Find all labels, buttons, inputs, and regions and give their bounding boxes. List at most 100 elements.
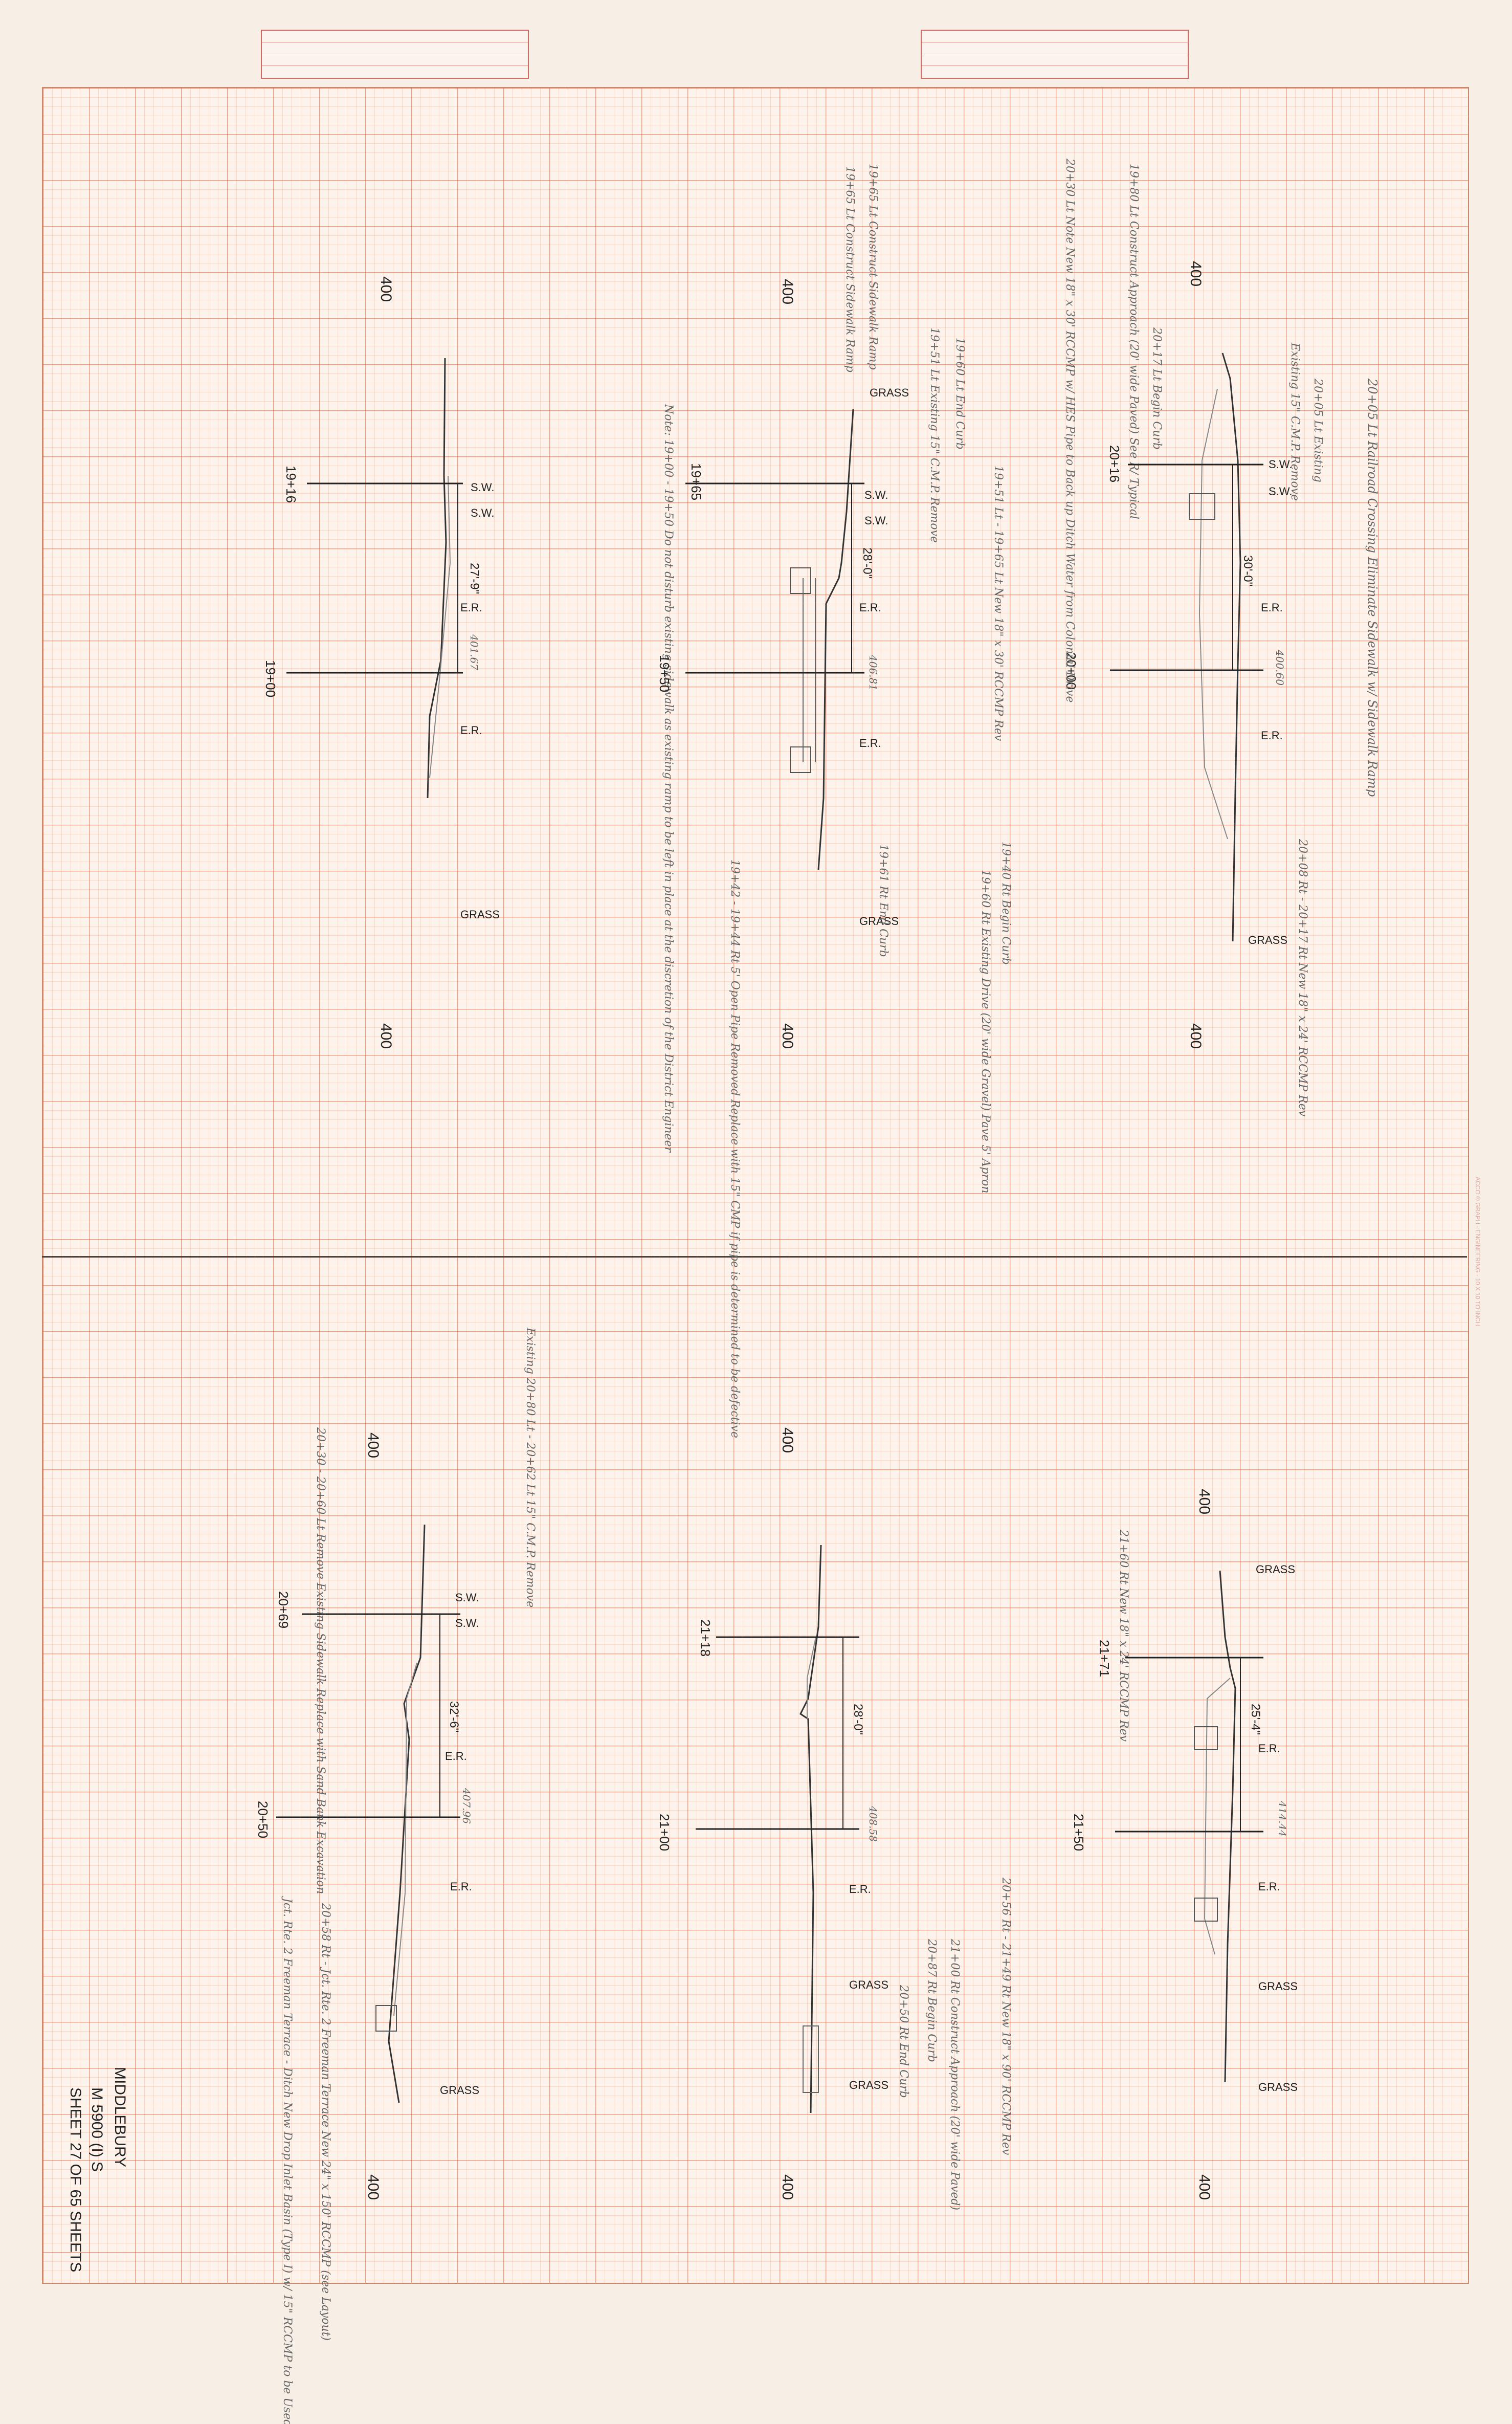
label-sw-2: S.W. [471,506,494,519]
elevation-note: 400.60 [1274,649,1286,686]
proposed-profile [807,1637,816,1719]
title-strip-left [261,30,529,79]
note-5: 19+51 Lt - 19+65 Lt New 18" x 30' RCCMP … [992,466,1005,741]
label-sw-1: S.W. [1269,458,1292,471]
station-label-19-50: 19+50 [657,655,672,692]
elevation-note: 407.96 [460,1788,473,1824]
note-4: Jct. Rte. 2 Freeman Terrace - Ditch New … [281,1896,294,2424]
ground-profile [388,1524,426,2103]
label-er-2: E.R. [1261,729,1283,742]
ground-profile [799,1545,822,2113]
proposed-profile [1198,388,1228,840]
note-8: 19+61 Rt End Curb [877,844,890,957]
note-1: 20+30 - 20+60 Lt Remove Existing Sidewal… [314,1427,327,1894]
station-label-19-16: 19+16 [283,466,299,503]
label-er-2: E.R. [460,724,482,737]
label-er-1: E.R. [859,601,881,614]
elevation-label-bottom: 400 [779,2174,796,2200]
label-grass-1: GRASS [1256,1563,1295,1576]
label-er-1: E.R. [460,601,482,614]
title-strip-right [921,30,1189,79]
proposed-profile [393,1662,417,2016]
label-grass: GRASS [460,908,500,921]
proposed-profile [429,475,451,778]
note-1: 21+60 Rt New 18" x 24' RCCMP Rev [1117,1529,1130,1742]
label-grass-2: GRASS [849,2079,888,2091]
dimension-label: 32'-6" [447,1701,461,1732]
note-1: 20+87 Rt Begin Curb [925,1938,938,2062]
note-1: 19+65 Lt Construct Sidewalk Ramp [843,166,856,372]
elevation-label-top: 400 [1187,261,1204,287]
label-er: E.R. [849,1883,871,1896]
panel-21-50: 400 400 21+71 21+50 25'-4" GRASS E.R. E.… [1071,1489,1298,2200]
station-label-20-69: 20+69 [276,1591,291,1628]
panel-20-00: 400 400 20+16 20+00 30'-0" S.W. S.W. E.R… [1063,158,1380,1117]
elevation-label-bottom: 400 [779,1023,796,1049]
ground-profile [1221,352,1241,942]
label-sw-2: S.W. [1269,485,1292,498]
dimension-label: 30'-0" [1241,555,1255,586]
sheet-number: SHEET 27 OF 65 SHEETS [67,2087,84,2272]
station-label-21-00: 21+00 [657,1814,672,1851]
note-3: 19+65 Lt Construct Sidewalk Ramp [866,164,879,370]
label-sw-2: S.W. [864,514,888,527]
note-3: 20+58 Rt - Jct. Rte. 2 Freeman Terrace N… [319,1903,332,2341]
town-name: MIDDLEBURY [112,2067,128,2167]
note-2: 21+00 Rt Construct Approach (20' wide Pa… [948,1938,961,2210]
ground-profile [427,358,447,799]
panel-20-50: 400 400 20+69 20+50 32'-6" S.W. S.W. E.R… [255,1327,537,2424]
dimension-label: 27'-9" [468,563,481,594]
note-3: 20+17 Lt Begin Curb [1150,327,1163,450]
note-2: 20+05 Lt Railroad Crossing Eliminate Sid… [1365,378,1380,797]
inlet-box-bottom [790,746,811,773]
project-number: M 5900 (I) S [88,2087,105,2172]
elevation-label-top: 400 [779,1427,796,1453]
pipe-box [803,2025,819,2093]
station-label-21-71: 21+71 [1097,1640,1112,1677]
title-block: MIDDLEBURY M 5900 (I) S SHEET 27 OF 65 S… [67,2067,128,2272]
inlet-box [375,2005,397,2032]
dimension-label: 28'-0" [860,547,874,579]
elevation-note: 406.81 [867,654,879,691]
label-er-2: E.R. [1258,1880,1280,1893]
label-grass: GRASS [440,2084,479,2097]
note-4: Existing 15" C.M.P. Remove [1288,342,1301,501]
note-7: 19+60 Rt Existing Drive (20' wide Gravel… [979,870,992,1194]
inlet-box-top [790,567,811,594]
ground-profile [1219,1570,1236,2083]
elevation-label-bottom: 400 [365,2174,382,2200]
note-6: 20+08 Rt - 20+17 Rt New 18" x 24' RCCMP … [1296,839,1309,1117]
note-1: 20+30 Lt Note New 18" x 30' RCCMP w/ HES… [1063,158,1076,702]
label-er-1: E.R. [445,1750,467,1762]
proposed-profile [1204,1678,1231,1955]
label-er-2: E.R. [859,737,881,750]
margin-note: ACCO ® GRAPH · ENGINEERING · 10 X 10 TO … [1474,1177,1481,1326]
note-1: 19+80 Lt Construct Approach (20' wide Pa… [1127,164,1140,519]
station-label-19-00: 19+00 [263,660,278,697]
label-grass-2: GRASS [1258,1980,1298,1993]
panel-21-00: 400 400 21+18 21+00 28'-0" E.R. GRASS GR… [657,1427,1012,2210]
dimension-label: 25'-4" [1249,1704,1262,1735]
panel-19-00: 400 400 19+16 19+00 27'-9" S.W. S.W. E.R… [263,166,856,1153]
label-grass-1: GRASS [870,386,909,399]
elevation-note: 408.58 [867,1805,879,1842]
note-3: 20+50 Rt End Curb [897,1985,910,2098]
inlet-box-bottom [1194,1898,1218,1922]
label-grass-3: GRASS [1258,2081,1298,2094]
ground-profile [817,409,854,870]
note-2: Note: 19+00 - 19+50 Do not disturb exist… [662,404,675,1153]
label-sw-1: S.W. [864,489,888,501]
elevation-label-top: 400 [377,276,394,302]
label-er-2: E.R. [450,1880,472,1893]
sheet-divider-line [42,1256,1467,1258]
note-5: 20+05 Lt Existing [1311,378,1324,482]
note-9: 19+42 - 19+44 Rt 5' Open Pipe Removed Re… [728,860,741,1438]
note-4: 19+51 Lt Existing 15" C.M.P. Remove [928,327,941,543]
label-er-1: E.R. [1258,1742,1280,1755]
station-label-21-18: 21+18 [698,1619,713,1657]
inlet-box [1189,493,1215,520]
station-label-20-50: 20+50 [255,1801,271,1838]
elevation-label-bottom: 400 [1196,2174,1213,2200]
label-grass: GRASS [1248,934,1287,946]
